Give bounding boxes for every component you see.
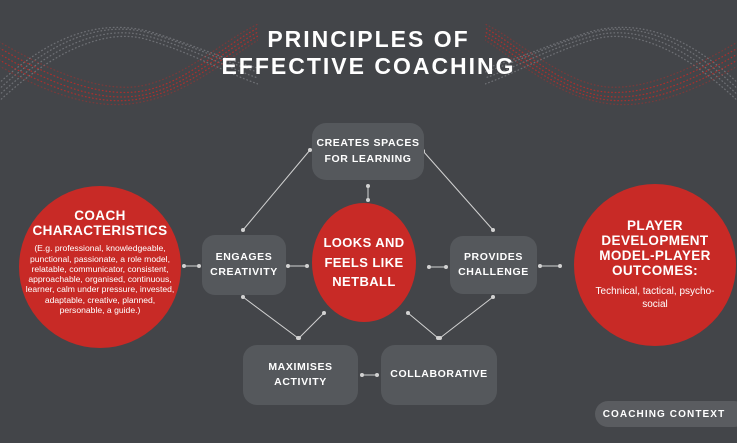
connector-center-to-creates bbox=[366, 184, 370, 202]
provides-challenge-label: PROVIDES CHALLENGE bbox=[458, 250, 529, 278]
connector-center-to-maximises bbox=[297, 311, 326, 340]
collaborative-label: COLLABORATIVE bbox=[390, 368, 488, 381]
connector-maximises-to-collaborative bbox=[360, 373, 379, 377]
node-looks-feels-netball: LOOKS AND FEELS LIKE NETBALL bbox=[312, 203, 416, 322]
coaching-context-badge: COACHING CONTEXT bbox=[595, 401, 737, 427]
player-development-heading: PLAYER DEVELOPMENT MODEL-PLAYER OUTCOMES… bbox=[599, 218, 711, 279]
connector-provides-to-collaborative bbox=[438, 295, 495, 340]
node-maximises-activity: MAXIMISES ACTIVITY bbox=[243, 345, 358, 405]
connector-engages-to-center bbox=[286, 264, 309, 268]
looks-feels-netball-label: LOOKS AND FEELS LIKE NETBALL bbox=[323, 235, 405, 290]
coach-characteristics-body: (E.g. professional, knowledgeable, punct… bbox=[25, 243, 175, 316]
node-provides-challenge: PROVIDES CHALLENGE bbox=[450, 236, 537, 294]
node-engages-creativity: ENGAGES CREATIVITY bbox=[202, 235, 286, 295]
coaching-context-label: COACHING CONTEXT bbox=[602, 408, 726, 420]
page-title: PRINCIPLES OF EFFECTIVE COACHING bbox=[0, 26, 737, 80]
connector-engages-to-maximises bbox=[241, 295, 300, 340]
connector-provides-to-player bbox=[538, 264, 562, 268]
coach-characteristics-heading: COACH CHARACTERISTICS bbox=[32, 208, 168, 239]
node-coach-characteristics: COACH CHARACTERISTICS (E.g. professional… bbox=[19, 186, 181, 348]
node-creates-spaces: CREATES SPACES FOR LEARNING bbox=[312, 123, 424, 180]
connector-creates-to-engages bbox=[241, 148, 312, 232]
node-player-development: PLAYER DEVELOPMENT MODEL-PLAYER OUTCOMES… bbox=[574, 184, 736, 346]
connector-coach-to-engages bbox=[182, 264, 201, 268]
node-collaborative: COLLABORATIVE bbox=[381, 345, 497, 405]
player-development-body: Technical, tactical, psycho-social bbox=[595, 286, 715, 311]
connector-center-to-provides bbox=[427, 265, 448, 269]
page-title-line1: PRINCIPLES OF bbox=[267, 26, 470, 52]
connector-creates-to-provides bbox=[421, 149, 495, 232]
maximises-activity-label: MAXIMISES ACTIVITY bbox=[268, 360, 333, 388]
creates-spaces-label: CREATES SPACES FOR LEARNING bbox=[316, 137, 420, 165]
engages-creativity-label: ENGAGES CREATIVITY bbox=[210, 250, 278, 278]
connector-center-to-collaborative bbox=[406, 311, 440, 340]
page-title-line2: EFFECTIVE COACHING bbox=[221, 53, 516, 79]
